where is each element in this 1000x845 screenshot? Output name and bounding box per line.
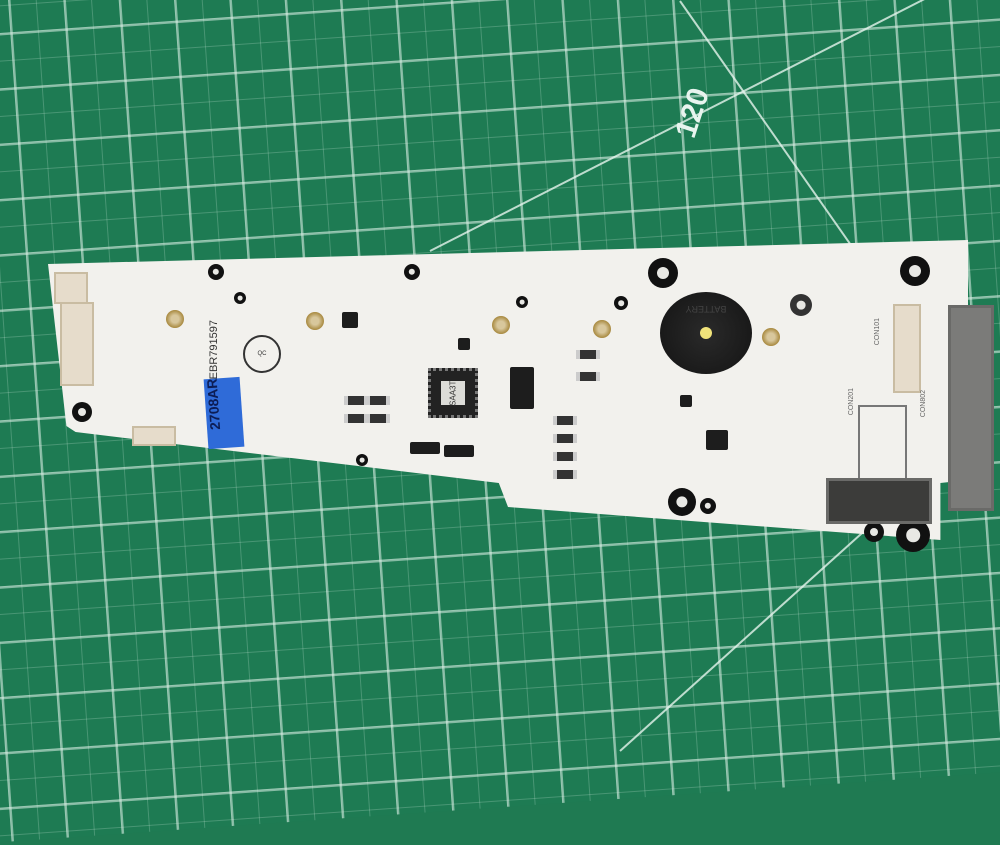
led-pad (762, 328, 780, 346)
led-pad (492, 316, 510, 334)
connector-left-top (54, 272, 88, 304)
plastic-bracket-side (948, 305, 994, 511)
pcb-board: EBR791597 QC AR 2708 SAA3T BATTERY CON10… (48, 240, 994, 552)
smd-resistor (366, 414, 390, 423)
mounting-hole (72, 402, 92, 422)
silkscreen-con201: CON201 (848, 388, 855, 416)
mounting-hole (864, 522, 884, 542)
mounting-hole (668, 488, 696, 516)
transistor (680, 395, 692, 407)
silkscreen-con802: CON802 (920, 390, 927, 418)
small-ic (458, 338, 470, 350)
silkscreen-con101: CON101 (874, 318, 881, 346)
regulator (706, 430, 728, 450)
part-number-label: EBR791597 (208, 320, 220, 380)
led-pad (166, 310, 184, 328)
mounting-hole (404, 264, 420, 280)
led-pad (593, 320, 611, 338)
mounting-hole (516, 296, 528, 308)
mounting-hole (356, 454, 368, 466)
connector-con101 (893, 304, 921, 393)
small-ic (342, 312, 358, 328)
mounting-hole (700, 498, 716, 514)
mounting-hole (648, 258, 678, 288)
connector-con201 (858, 405, 907, 489)
buzzer-center (700, 327, 712, 339)
main-microcontroller: SAA3T (428, 368, 478, 418)
mounting-hole (208, 264, 224, 280)
plastic-bracket (826, 478, 932, 524)
piezo-buzzer: BATTERY (660, 292, 752, 374)
smd-resistor (553, 452, 577, 461)
handwritten-tag: AR 2708 (203, 376, 245, 450)
smd-resistor (576, 350, 600, 359)
mounting-hole (790, 294, 812, 316)
smd-resistor (344, 414, 368, 423)
mounting-hole (900, 256, 930, 286)
tag-line-2: 2708 (205, 398, 224, 431)
tag-line-1: AR (203, 378, 221, 400)
connector-left-main (60, 302, 94, 386)
smd-resistor (553, 434, 577, 443)
connector-bottom-left (132, 426, 176, 446)
smd-resistor (553, 470, 577, 479)
inspection-stamp: QC (243, 335, 281, 373)
led-pad (306, 312, 324, 330)
buzzer-marking: BATTERY (685, 304, 727, 314)
mounting-hole (614, 296, 628, 310)
smd-resistor (576, 372, 600, 381)
mounting-hole (234, 292, 246, 304)
smd-resistor (366, 396, 390, 405)
ic-marking: SAA3T (441, 380, 465, 406)
driver-ic (444, 445, 474, 457)
driver-ic (410, 442, 440, 454)
soic-ic (510, 367, 534, 409)
smd-resistor (553, 416, 577, 425)
smd-resistor (344, 396, 368, 405)
